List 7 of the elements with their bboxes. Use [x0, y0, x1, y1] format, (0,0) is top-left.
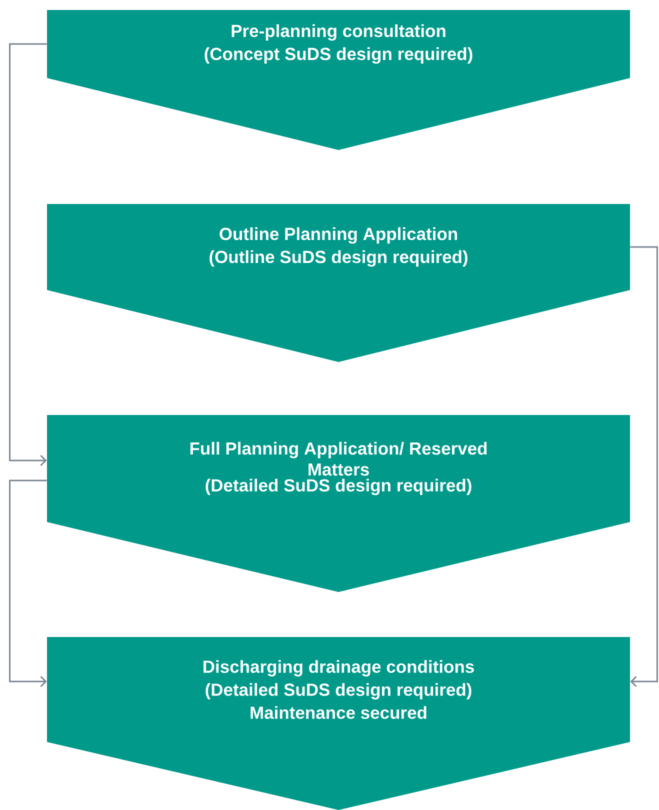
- connector-arrow: [630, 246, 658, 688]
- chevron-box: Full Planning Application/ Reserved Matters (Detailed SuDS design required): [47, 415, 630, 592]
- connector-arrow: [9, 43, 47, 466]
- chevron-box: Pre-planning consultation (Concept SuDS design required): [47, 10, 630, 150]
- connector-arrow: [9, 480, 47, 688]
- chevron-box: Discharging drainage conditions (Detailed SuDS design required) Maintenance secured: [47, 637, 630, 810]
- chevron-box: Outline Planning Application (Outline SuDS design required): [47, 204, 630, 362]
